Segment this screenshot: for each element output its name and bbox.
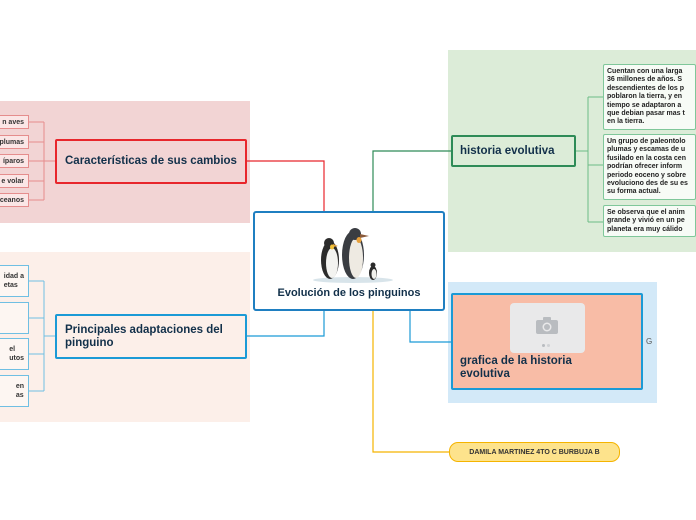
camera-icon [536, 317, 558, 334]
characteristic-item[interactable]: plumas [0, 135, 29, 149]
characteristic-item[interactable]: ceanos [0, 193, 29, 207]
image-placeholder [510, 303, 585, 353]
history-node[interactable]: historia evolutiva [451, 135, 576, 167]
adaptations-node[interactable]: Principales adaptaciones del pinguino [55, 314, 247, 359]
author-tag[interactable]: DAMILA MARTINEZ 4TO C BURBUJA B [449, 442, 620, 462]
history-title: historia evolutiva [460, 145, 555, 157]
adaptation-item[interactable] [0, 302, 29, 334]
history-item[interactable]: Se observa que el anim grande y vivió en… [603, 205, 696, 237]
center-node[interactable]: Evolución de los pinguinos [253, 211, 445, 311]
penguins-image [313, 228, 393, 283]
graph-title: grafica de la historia evolutiva [460, 355, 572, 380]
graph-node[interactable]: grafica de la historia evolutiva [451, 293, 643, 390]
adaptation-item[interactable]: el utos [0, 338, 29, 370]
characteristic-item[interactable]: íparos [0, 154, 29, 168]
history-item[interactable]: Un grupo de paleontolo plumas y escamas … [603, 134, 696, 200]
characteristics-title: Características de sus cambios [65, 155, 237, 167]
adaptation-item[interactable]: idad a etas [0, 265, 29, 297]
center-title: Evolución de los pinguinos [277, 287, 421, 299]
characteristic-item[interactable]: n aves [0, 115, 29, 129]
characteristics-node[interactable]: Características de sus cambios [55, 139, 247, 184]
adaptations-title: Principales adaptaciones del pinguino [65, 323, 223, 349]
carousel-dots [542, 344, 552, 347]
characteristic-item[interactable]: e volar [0, 174, 29, 188]
history-item[interactable]: Cuentan con una larga 36 millones de año… [603, 64, 696, 130]
adaptation-item[interactable]: en as [0, 375, 29, 407]
graph-marker: G [646, 337, 653, 346]
author-label: DAMILA MARTINEZ 4TO C BURBUJA B [469, 448, 600, 456]
